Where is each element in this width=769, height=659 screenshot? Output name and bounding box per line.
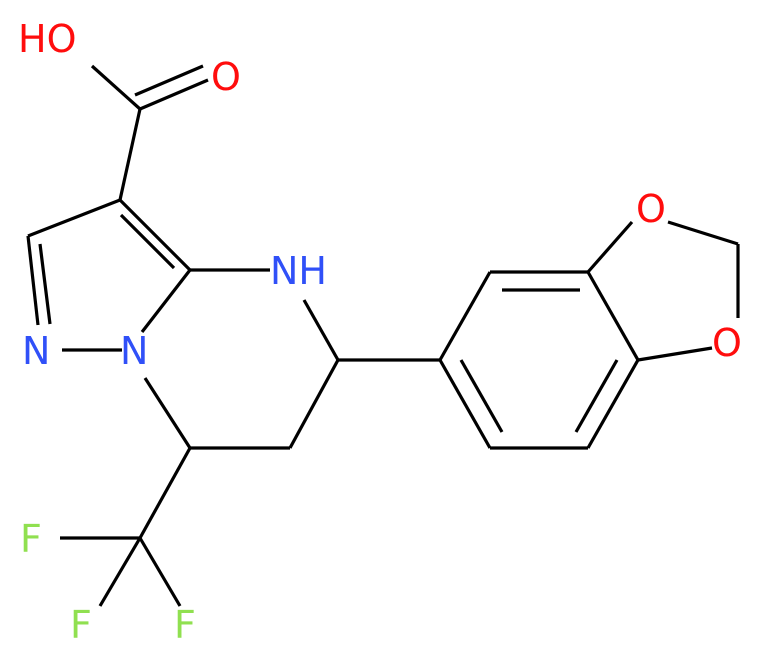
bond-c3-c2 bbox=[27, 198, 121, 238]
bond-c7-n7 bbox=[143, 377, 192, 449]
bond-ar3-ar4 bbox=[586, 271, 640, 361]
bond-o-bottom-ar4 bbox=[637, 346, 713, 362]
bond-cf3-f-bottom-right bbox=[138, 537, 182, 607]
bond-ar6-ar1-inner bbox=[459, 359, 504, 433]
bond-n7-c3a bbox=[140, 269, 192, 333]
bond-c2-n1-a bbox=[26, 235, 40, 326]
hydroxyl-label: HO bbox=[18, 17, 76, 61]
dioxole-oxygen-top-label: O bbox=[636, 187, 666, 231]
bond-c2-n1-b bbox=[38, 243, 52, 325]
fluorine-bottom-right-label: F bbox=[174, 603, 196, 647]
bond-c-o-double-1 bbox=[139, 78, 209, 111]
atom-labels: HO O N N NH O O F F F bbox=[18, 17, 742, 647]
bond-c-o-double-2 bbox=[134, 64, 204, 97]
bond-ar4-ar5-inner bbox=[574, 359, 619, 433]
bridge-nitrogen-label: N bbox=[120, 329, 148, 373]
bonds bbox=[26, 64, 740, 607]
bond-ar4-ar5 bbox=[586, 359, 640, 449]
bond-c-oh bbox=[90, 64, 142, 111]
bond-c-ring bbox=[118, 108, 142, 201]
bond-c3a-c3-a bbox=[118, 198, 192, 272]
bond-ar6-ar1 bbox=[438, 359, 492, 449]
bond-c7-cf3 bbox=[138, 447, 192, 539]
bond-ar1-ar2 bbox=[438, 271, 492, 361]
bond-o-top-ch2 bbox=[667, 220, 739, 246]
bond-cf3-f-bottom-left bbox=[98, 537, 142, 607]
bond-c5-c6 bbox=[288, 359, 340, 449]
bond-ar3-o-top bbox=[586, 220, 634, 274]
carbonyl-oxygen-label: O bbox=[211, 55, 241, 99]
fluorine-left-label: F bbox=[20, 517, 42, 561]
dioxole-oxygen-bottom-label: O bbox=[712, 321, 742, 365]
bond-c3a-c3-b bbox=[119, 213, 176, 270]
fluorine-bottom-left-label: F bbox=[70, 603, 92, 647]
amine-label: NH bbox=[270, 249, 327, 293]
bond-nh-c5 bbox=[302, 299, 340, 361]
imine-nitrogen-label: N bbox=[22, 329, 50, 373]
